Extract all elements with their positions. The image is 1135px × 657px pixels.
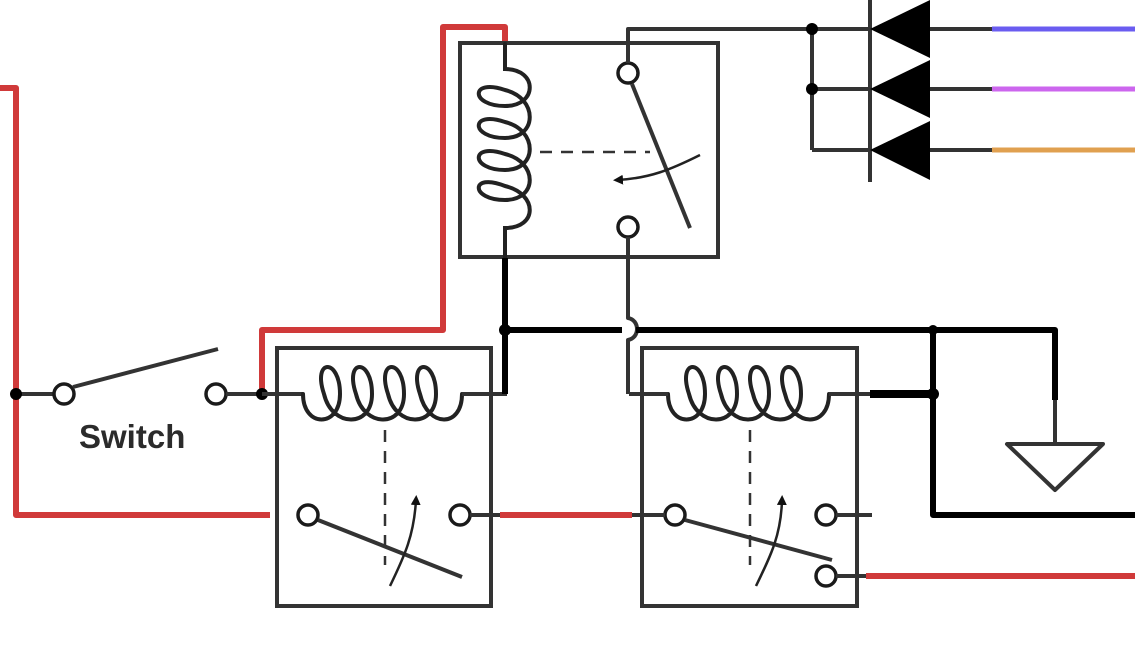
power-wiring [0,24,1135,579]
power-to-top-relay [259,24,508,394]
relay-2-contact-arm [684,518,833,562]
relay-3-nc-terminal [616,215,640,239]
ground-wiring [499,258,1135,518]
diode-bank [806,0,1135,182]
switch-label: Switch [79,418,185,455]
relay-2 [629,346,872,608]
relay-1-no-terminal [448,503,472,527]
relay-3 [458,27,812,394]
switch-lever [72,347,219,389]
switch-terminal-left [52,382,76,406]
relay-1-contact-arm [317,518,463,579]
ground-symbol [1005,442,1105,492]
switch-terminal-right [204,382,228,406]
relay-3-housing [458,41,720,259]
relay-3-coil [476,42,532,260]
relay-1 [262,346,507,608]
power-feed-left [0,85,270,518]
relay-3-common-lead [626,27,812,63]
relay-1-coil [301,365,464,422]
diode-3 [870,121,930,180]
diode-1 [870,0,930,58]
relay-2-no-terminal [814,564,838,588]
relay-2-motion-arrow [754,495,787,587]
switch: Switch [10,347,268,455]
relay-3-nc-lead [626,237,639,394]
relay-2-coil [666,365,831,422]
relay-2-nc-terminal [814,503,838,527]
relay-3-contact-arm [630,83,692,229]
relay-3-motion-arrow [613,153,701,185]
relay-2-common-terminal [663,503,687,527]
relay-1-common-terminal [296,503,320,527]
relay-1-motion-arrow [388,495,421,587]
switch-junction-dot [10,388,22,400]
relay-3-common-terminal [616,61,640,85]
diode-2 [870,60,930,118]
